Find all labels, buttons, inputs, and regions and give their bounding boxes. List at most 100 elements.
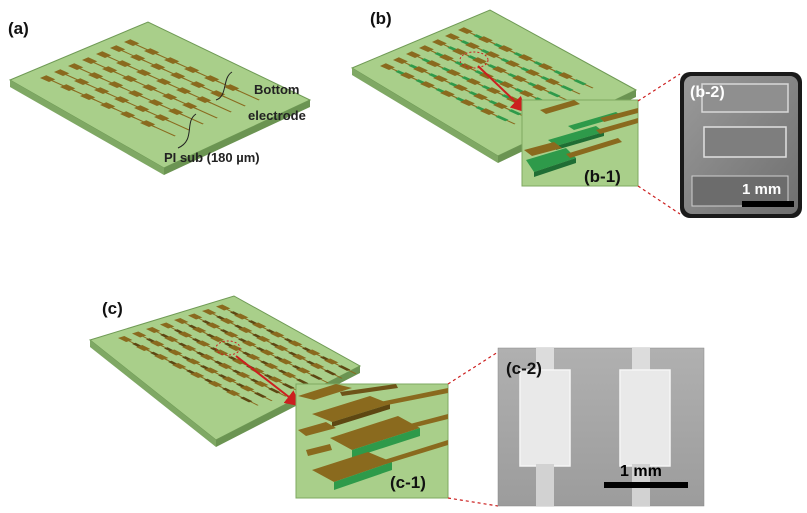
electrode-pad xyxy=(419,45,434,53)
active-layer-pad xyxy=(324,369,337,376)
electrode-pad xyxy=(54,69,70,77)
inset-b2-label: (b-2) xyxy=(690,84,725,101)
scale-bar-b xyxy=(742,201,794,207)
electrode-pad xyxy=(176,87,192,95)
electrode-pad xyxy=(164,335,179,343)
electrode-pad xyxy=(486,87,501,95)
electrode-pad xyxy=(146,326,161,334)
inset-c2-sem: (c-2) 1 mm xyxy=(497,347,705,507)
electrode-pad xyxy=(393,57,408,65)
connector-b-bottom xyxy=(637,185,681,215)
active-layer-pad xyxy=(338,365,351,371)
active-layer-pad xyxy=(495,115,509,122)
electrode-pad xyxy=(278,358,293,365)
electrode-pad xyxy=(82,57,98,65)
electrode-pad xyxy=(270,331,285,338)
scale-bar-c-text: 1 mm xyxy=(620,463,662,480)
electrode-pad xyxy=(282,371,297,379)
inset-c1-label: (c-1) xyxy=(390,473,426,492)
scale-bar-c xyxy=(604,482,688,488)
electrode-pad xyxy=(246,353,261,361)
substrate-leader-line xyxy=(177,113,197,149)
electrode-label-line2: electrode xyxy=(248,108,306,123)
electrode-pad xyxy=(114,96,130,104)
electrode-pad xyxy=(256,335,271,343)
electrode-pad xyxy=(150,63,166,71)
electrode-pad xyxy=(498,45,513,53)
electrode-pad xyxy=(452,48,467,56)
electrode-pad xyxy=(116,60,132,68)
electrode-pad xyxy=(525,69,540,77)
electrode-pad xyxy=(220,317,235,325)
electrode-pad xyxy=(545,78,560,86)
electrode-pad xyxy=(136,344,151,352)
electrode-lead xyxy=(165,119,190,131)
active-layer-pad xyxy=(573,79,587,86)
electrode-lead xyxy=(151,125,176,137)
electrode-pad xyxy=(472,57,487,65)
electrode-pad xyxy=(493,102,508,110)
scale-bar-b-text: 1 mm xyxy=(742,181,781,198)
active-layer-pad xyxy=(560,85,574,92)
electrode-pad xyxy=(480,108,495,116)
bottom-electrode-array xyxy=(40,39,260,137)
electrode-pad xyxy=(218,362,233,370)
electrode-pad xyxy=(122,75,138,83)
electrode-pad xyxy=(485,51,500,59)
electrode-pad xyxy=(473,93,488,101)
panel-b: (b) (b-1) xyxy=(350,9,802,218)
electrode-pad xyxy=(206,322,221,329)
electrode-pad xyxy=(268,376,283,383)
electrode-pad xyxy=(380,63,395,71)
electrode-pad xyxy=(413,66,428,74)
inset-c1: (c-1) xyxy=(295,383,449,499)
inset-b1-devices xyxy=(524,100,638,177)
electrode-pad xyxy=(182,344,197,352)
device-array-c xyxy=(118,304,357,406)
electrode-pad xyxy=(208,380,223,388)
electrode-pad xyxy=(445,33,460,41)
electrode-pad xyxy=(68,63,84,71)
panel-c-label: (c) xyxy=(102,299,123,318)
electrode-pad xyxy=(478,36,493,44)
electrode-pad xyxy=(440,90,455,98)
electrode-pad xyxy=(499,81,514,89)
electrode-pad xyxy=(124,39,140,47)
electrode-pad xyxy=(184,66,200,74)
electrode-pad xyxy=(426,60,441,68)
inset-b1-label: (b-1) xyxy=(584,167,621,186)
electrode-pad xyxy=(174,317,189,325)
electrode-pad xyxy=(60,84,76,92)
active-layer-pad xyxy=(282,383,295,389)
electrode-pad xyxy=(204,75,220,83)
electrode-lead xyxy=(221,95,246,107)
electrode-pad xyxy=(453,84,468,92)
electrode-pad xyxy=(224,331,239,338)
electrode-pad xyxy=(306,349,321,356)
connector-c-top xyxy=(447,351,499,385)
electrode-pad xyxy=(160,322,175,329)
electrode-pad xyxy=(232,358,247,365)
electrode-pad xyxy=(406,51,421,59)
zoom-arrow-c xyxy=(235,355,302,407)
active-layer-pad xyxy=(254,392,267,398)
electrode-pad xyxy=(465,42,480,50)
electrode-pad xyxy=(200,353,215,361)
electrode-pad xyxy=(492,66,507,74)
electrode-leader-line xyxy=(215,71,233,101)
substrate-label: PI sub (180 µm) xyxy=(164,150,260,165)
electrode-pad xyxy=(178,331,193,338)
electrode-pad xyxy=(96,51,112,59)
active-layer-pad xyxy=(296,378,309,385)
electrode-lead xyxy=(193,107,218,119)
zoom-arrow-b xyxy=(477,65,527,113)
electrode-pad xyxy=(296,367,311,374)
panel-a: (a) Bottom electrode PI sub (180 µm) xyxy=(8,19,312,175)
electrode-pad xyxy=(192,326,207,334)
electrode-pad xyxy=(168,349,183,356)
electrode-pad xyxy=(518,54,533,62)
electrode-pad xyxy=(196,96,212,104)
electrode-pad xyxy=(439,54,454,62)
electrode-pad xyxy=(172,362,187,370)
active-layer-pad xyxy=(240,396,253,403)
